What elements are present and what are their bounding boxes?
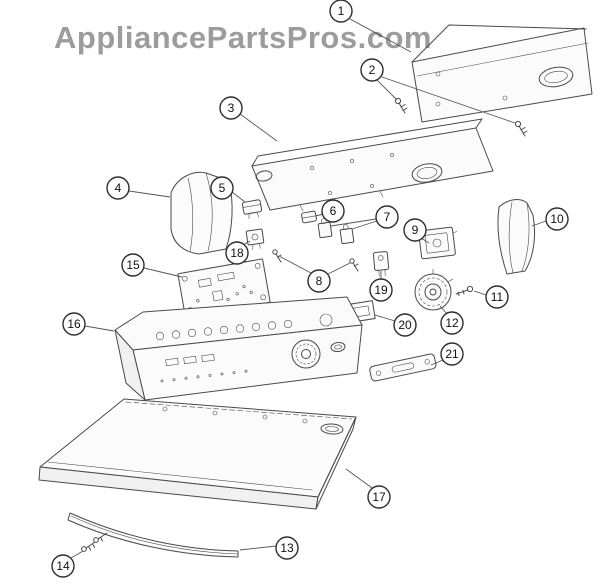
callout-8[interactable]: 8 [307, 269, 331, 293]
callout-18[interactable]: 18 [225, 241, 249, 265]
callout-number: 11 [491, 290, 504, 304]
callout-7[interactable]: 7 [375, 205, 399, 229]
part-switches-7 [317, 218, 355, 245]
callout-number: 19 [374, 283, 388, 297]
callout-number: 20 [398, 318, 412, 332]
callout-circle [545, 207, 569, 231]
callout-number: 15 [126, 258, 140, 272]
part-selector-switch-9 [415, 226, 458, 260]
callout-19[interactable]: 19 [369, 278, 393, 302]
callout-3[interactable]: 3 [219, 96, 243, 120]
callout-number: 4 [115, 181, 122, 195]
callout-13[interactable]: 13 [275, 536, 299, 560]
callout-21[interactable]: 21 [440, 342, 464, 366]
callout-9[interactable]: 9 [403, 218, 427, 242]
callout-circle [393, 313, 417, 337]
callout-circle [360, 58, 384, 82]
part-switch-19 [372, 251, 390, 277]
part-control-panel-16 [114, 296, 363, 401]
callout-circle [375, 205, 399, 229]
callout-12[interactable]: 12 [440, 311, 464, 335]
part-right-end-cap [497, 199, 536, 275]
part-screws-2 [394, 97, 528, 137]
part-screws-14 [81, 532, 108, 552]
callout-number: 1 [338, 4, 345, 18]
callout-number: 13 [280, 541, 294, 555]
callout-4[interactable]: 4 [106, 176, 130, 200]
callout-20[interactable]: 20 [393, 313, 417, 337]
callout-number: 21 [445, 347, 459, 361]
part-main-top [38, 398, 357, 510]
callout-number: 5 [219, 181, 226, 195]
callout-11[interactable]: 11 [485, 285, 509, 309]
callout-circle [62, 312, 86, 336]
callout-number: 6 [330, 204, 337, 218]
callout-14[interactable]: 14 [51, 554, 75, 578]
part-clip-6 [301, 210, 317, 224]
callout-1[interactable]: 1 [329, 0, 353, 23]
callouts: 1 2 3 4 5 6 7 8 [51, 0, 569, 578]
callout-circle [51, 554, 75, 578]
callout-circle [307, 269, 331, 293]
callout-circle [440, 342, 464, 366]
part-screw-11 [455, 285, 474, 296]
callout-number: 10 [550, 212, 564, 226]
callout-number: 14 [56, 559, 70, 573]
callout-15[interactable]: 15 [121, 253, 145, 277]
callout-16[interactable]: 16 [62, 312, 86, 336]
callout-number: 9 [412, 223, 419, 237]
part-screws-8 [272, 249, 359, 272]
callout-number: 8 [316, 274, 323, 288]
callout-6[interactable]: 6 [321, 199, 345, 223]
callout-circle [403, 218, 427, 242]
callout-circle [329, 0, 353, 23]
callout-number: 2 [369, 63, 376, 77]
callout-number: 3 [228, 101, 235, 115]
callout-number: 16 [67, 317, 81, 331]
callout-circle [485, 285, 509, 309]
callout-circle [321, 199, 345, 223]
part-console-rear-panel [251, 118, 494, 212]
part-bracket-21 [369, 353, 437, 382]
callout-circle [210, 176, 234, 200]
callout-number: 18 [230, 246, 244, 260]
leader-lines [70, 18, 547, 559]
callout-circle [219, 96, 243, 120]
callout-circle [106, 176, 130, 200]
part-switch-18 [245, 228, 265, 250]
callout-number: 12 [445, 316, 459, 330]
part-timer-12 [414, 268, 454, 311]
callout-10[interactable]: 10 [545, 207, 569, 231]
callout-circle [440, 311, 464, 335]
callout-number: 17 [372, 490, 386, 504]
callout-2[interactable]: 2 [360, 58, 384, 82]
callout-circle [225, 241, 249, 265]
callout-circle [369, 278, 393, 302]
callout-number: 7 [384, 210, 391, 224]
callout-17[interactable]: 17 [367, 485, 391, 509]
callout-circle [275, 536, 299, 560]
part-trim-13 [67, 512, 239, 558]
callout-5[interactable]: 5 [210, 176, 234, 200]
part-rear-access-panel [411, 24, 593, 123]
part-switch-5 [241, 199, 263, 220]
watermark-text: AppliancePartsPros.com [54, 20, 432, 55]
callout-circle [121, 253, 145, 277]
callout-circle [367, 485, 391, 509]
